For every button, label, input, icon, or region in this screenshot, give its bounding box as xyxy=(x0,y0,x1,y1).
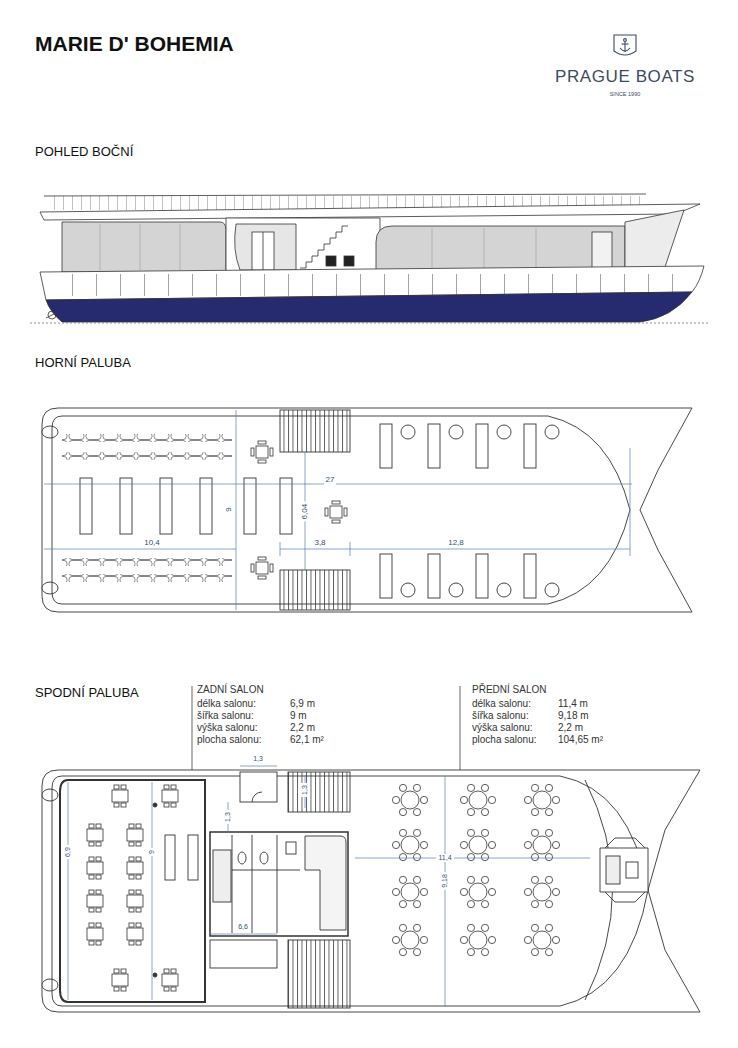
spec-label: výška salonu: xyxy=(197,722,258,734)
spec-label: šířka salonu: xyxy=(197,710,254,722)
dimension-label: 1,3 xyxy=(251,755,265,763)
spec-label: délka salonu: xyxy=(472,698,531,710)
salon-name: PŘEDNÍ SALON xyxy=(472,684,546,696)
brand-name: PRAGUE BOATS xyxy=(555,67,695,87)
dimension-label: 9 xyxy=(223,506,232,514)
dimension-label: 10,4 xyxy=(142,538,162,547)
spec-label: plocha salonu: xyxy=(472,734,537,746)
spec-value: 104,65 m² xyxy=(558,734,603,746)
spec-label: plocha salonu: xyxy=(197,734,262,746)
dimension-label: 6,6 xyxy=(236,923,250,931)
brand-tagline: SINCE 1990 xyxy=(610,91,641,97)
dimension-label: 12,8 xyxy=(446,538,466,547)
dimension-label: 6,9 xyxy=(64,845,72,859)
spec-value: 9 m xyxy=(290,710,307,722)
spec-label: délka salonu: xyxy=(197,698,256,710)
dimension-label: 1,3 xyxy=(224,810,232,824)
spec-value: 62,1 m² xyxy=(290,734,324,746)
spec-label: šířka salonu: xyxy=(472,710,529,722)
section-heading: POHLED BOČNÍ xyxy=(35,145,133,160)
section-heading: HORNÍ PALUBA xyxy=(35,356,131,371)
dimension-label: 9 xyxy=(148,848,156,856)
dimension-label: 3,8 xyxy=(312,538,327,547)
spec-value: 2,2 m xyxy=(290,722,315,734)
dimension-label: 11,4 xyxy=(436,854,453,862)
dimension-label: 1,3 xyxy=(301,783,309,797)
spec-value: 6,9 m xyxy=(290,698,315,710)
page-title: MARIE D' BOHEMIA xyxy=(35,32,234,56)
dimension-label: 6,04 xyxy=(300,502,309,522)
spec-label: výška salonu: xyxy=(472,722,533,734)
spec-value: 9,18 m xyxy=(558,710,589,722)
spec-value: 2,2 m xyxy=(558,722,583,734)
section-heading: SPODNÍ PALUBA xyxy=(35,686,139,701)
salon-name: ZADNÍ SALON xyxy=(197,684,264,696)
dimension-label: 27 xyxy=(324,475,337,484)
spec-value: 11,4 m xyxy=(558,698,588,710)
dimension-label: 9,18 xyxy=(441,872,449,890)
